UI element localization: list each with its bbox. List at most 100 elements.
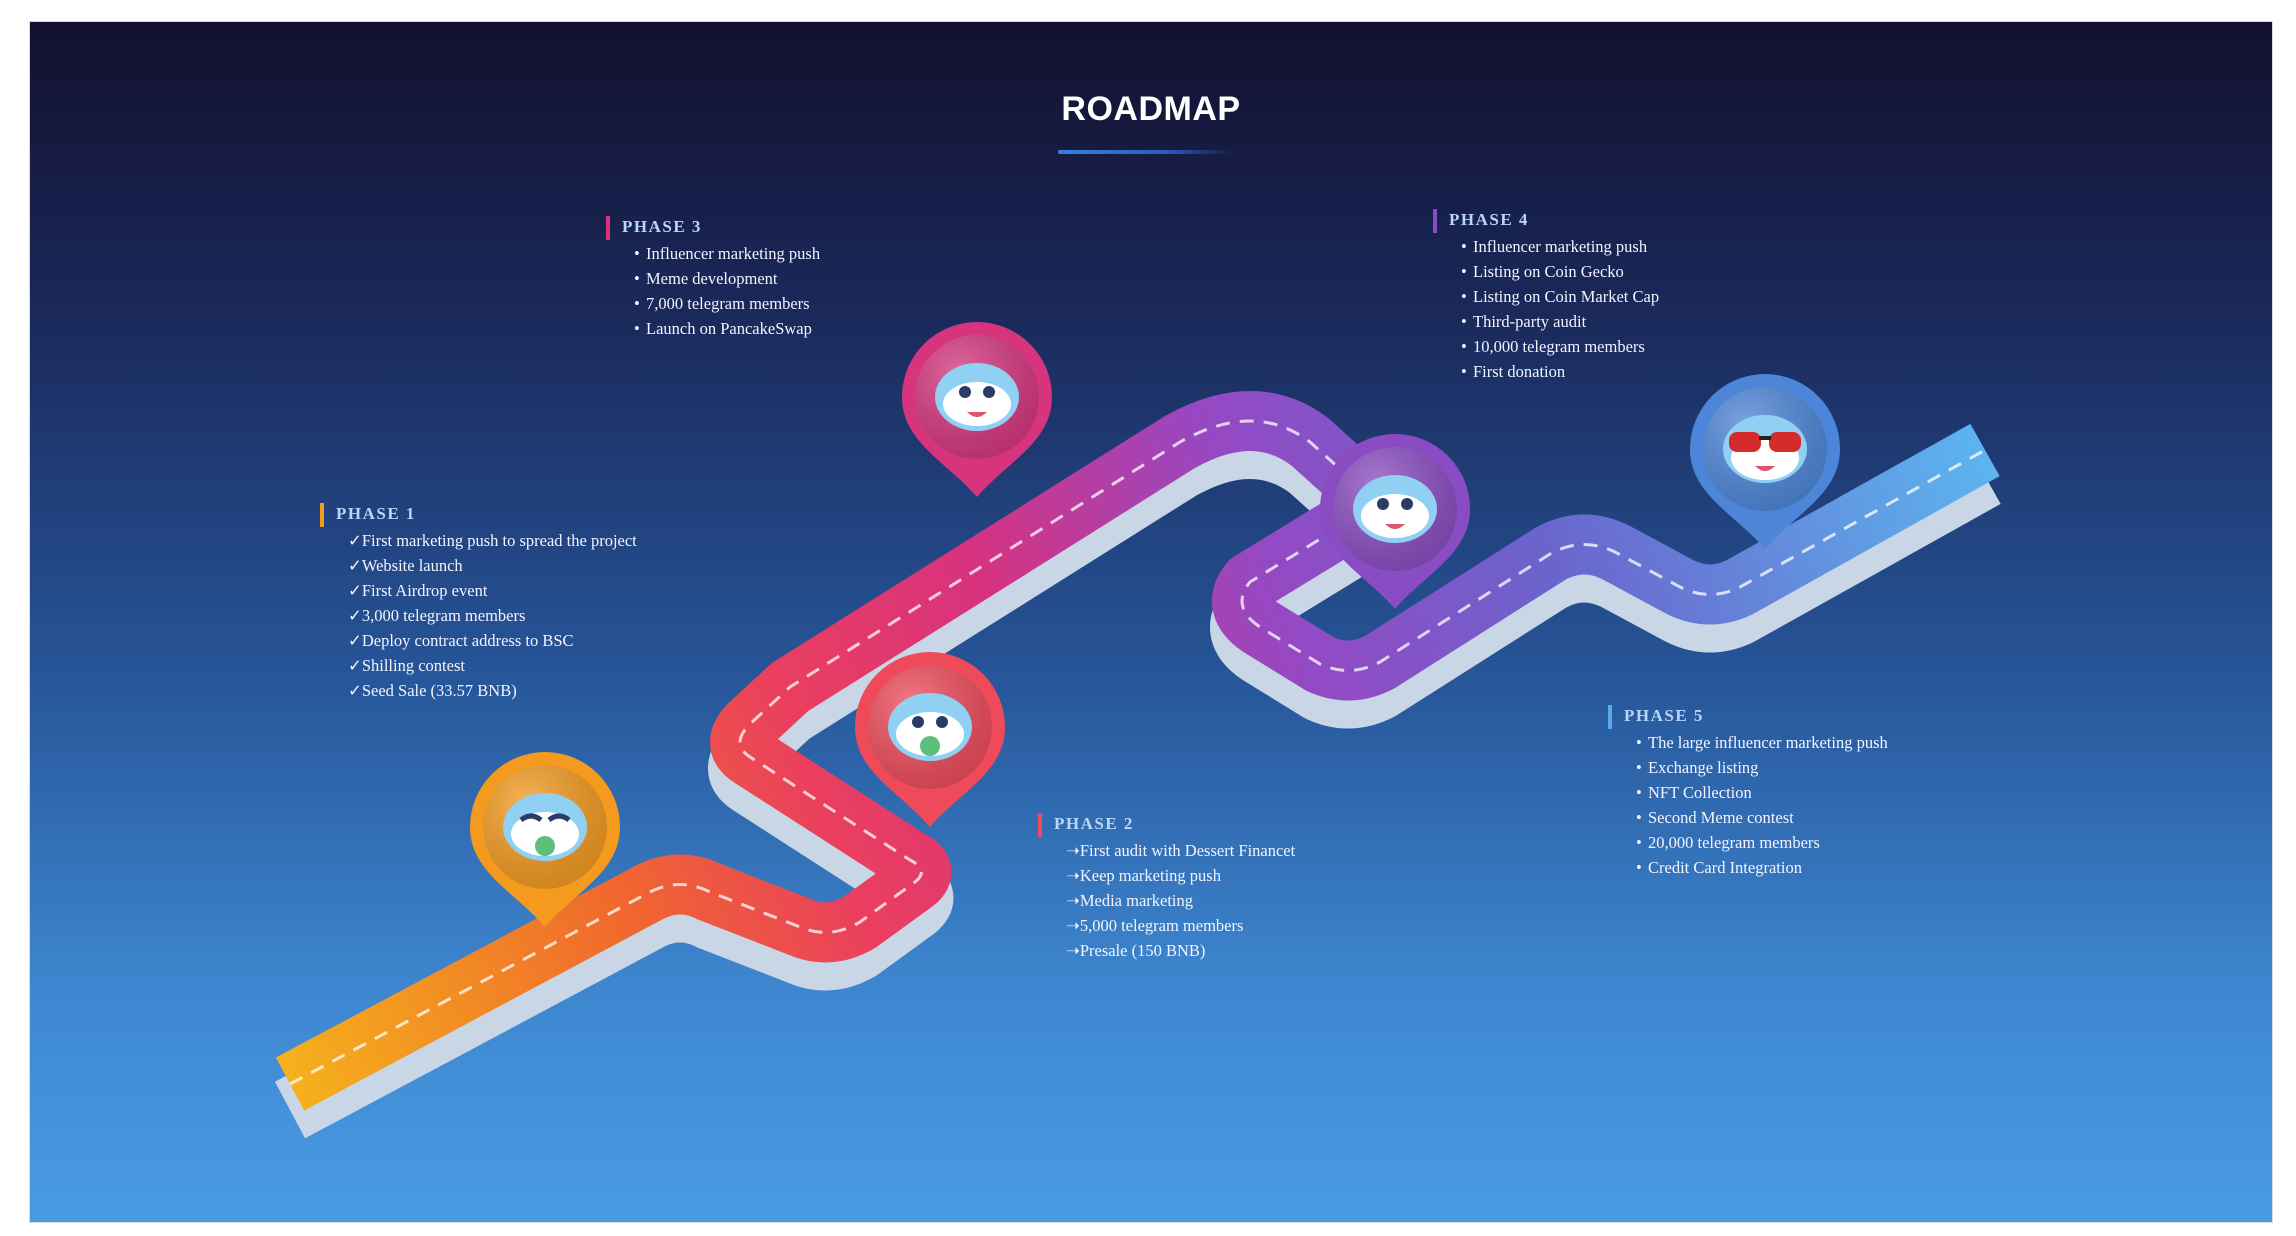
phase-2-list: ➝First audit with Dessert Financet➝Keep … (1054, 838, 1295, 963)
phase-2-item: ➝Presale (150 BNB) (1066, 938, 1295, 963)
phase-5-block: PHASE 5 • The large influencer marketing … (1608, 702, 1888, 880)
bullet-marker: • (1461, 262, 1467, 281)
bullet-marker: • (1636, 733, 1642, 752)
phase-3-item: • 7,000 telegram members (634, 291, 820, 316)
phase-4-item: • First donation (1461, 359, 1659, 384)
phase-item-text: Launch on PancakeSwap (646, 319, 812, 338)
phase-5-item: • Credit Card Integration (1636, 855, 1888, 880)
phase-1-block: PHASE 1 ✓First marketing push to spread … (320, 500, 637, 703)
phase-item-text: Listing on Coin Market Cap (1473, 287, 1660, 306)
phase-item-text: 3,000 telegram members (361, 606, 526, 625)
bullet-marker: • (1636, 808, 1642, 827)
bullet-marker: • (634, 319, 640, 338)
bullet-marker: ✓ (348, 681, 362, 700)
bullet-marker: ➝ (1066, 841, 1080, 860)
bullet-marker: • (634, 294, 640, 313)
phase-4-list: • Influencer marketing push • Listing on Co… (1449, 234, 1659, 384)
bullet-marker: • (1636, 783, 1642, 802)
phase-4-item: • Listing on Coin Market Cap (1461, 284, 1659, 309)
bullet-marker: • (1461, 237, 1467, 256)
bullet-marker: ✓ (348, 656, 362, 675)
phase-item-text: Third-party audit (1473, 312, 1587, 331)
phase-item-text: Presale (150 BNB) (1079, 941, 1206, 960)
phase-1-item: ✓Website launch (348, 553, 637, 578)
phase-5-item: • NFT Collection (1636, 780, 1888, 805)
phase-3-accent-bar (606, 216, 610, 240)
phase-4-accent-bar (1433, 209, 1437, 233)
phase-4-title: PHASE 4 (1449, 210, 1529, 229)
bullet-marker: • (1636, 858, 1642, 877)
bullet-marker: ✓ (348, 631, 362, 650)
bullet-marker: • (1461, 312, 1467, 331)
phase-2-item: ➝Media marketing (1066, 888, 1295, 913)
bullet-marker: ➝ (1066, 891, 1080, 910)
phase-1-item: ✓Deploy contract address to BSC (348, 628, 637, 653)
phase-item-text: 10,000 telegram members (1473, 337, 1645, 356)
phase-1-item: ✓Shilling contest (348, 653, 637, 678)
phase-4-item: • 10,000 telegram members (1461, 334, 1659, 359)
phase-item-text: Second Meme contest (1648, 808, 1794, 827)
phase-3-item: • Launch on PancakeSwap (634, 316, 820, 341)
phase-2-item: ➝First audit with Dessert Financet (1066, 838, 1295, 863)
phase-item-text: Seed Sale (33.57 BNB) (361, 681, 517, 700)
phase-item-text: Listing on Coin Gecko (1473, 262, 1624, 281)
phase-item-text: NFT Collection (1648, 783, 1752, 802)
phase-item-text: First marketing push to spread the proje… (361, 531, 637, 550)
page-title: ROADMAP (1061, 90, 1241, 128)
phase-1-title: PHASE 1 (336, 504, 416, 523)
roadmap-canvas: ROADMAP PHASE 1 ✓First marketing push to… (30, 22, 2272, 1222)
road-dashed-line (289, 419, 1986, 1086)
phase-4-item: • Third-party audit (1461, 309, 1659, 334)
bullet-marker: • (1461, 287, 1467, 306)
phase-3-block: PHASE 3 •Influencer marketing push•Meme … (606, 213, 820, 341)
bullet-marker: ➝ (1066, 941, 1080, 960)
phase-1-item: ✓3,000 telegram members (348, 603, 637, 628)
phase-item-text: First Airdrop event (361, 581, 488, 600)
phase-3-title: PHASE 3 (622, 217, 702, 236)
bullet-marker: • (1461, 337, 1467, 356)
phase-1-list: ✓First marketing push to spread the proj… (336, 528, 637, 703)
bullet-marker: ✓ (348, 556, 362, 575)
roadmap-road-illustration (274, 322, 2001, 1139)
phase-3-item: • Influencer marketing push (634, 241, 820, 266)
phase-2-accent-bar (1038, 813, 1042, 837)
phase-item-text: First donation (1473, 362, 1566, 381)
phase-1-item: ✓First marketing push to spread the proj… (348, 528, 637, 553)
phase-item-text: Deploy contract address to BSC (361, 631, 574, 650)
phase-item-text: Website launch (361, 556, 463, 575)
phase-5-item: • Exchange listing (1636, 755, 1888, 780)
phase-5-title: PHASE 5 (1624, 706, 1704, 725)
phase-4-item: • Influencer marketing push (1461, 234, 1659, 259)
pin-phase-4-icon (1320, 434, 1470, 609)
phase-item-text: 7,000 telegram members (646, 294, 810, 313)
phase-item-text: Influencer marketing push (1473, 237, 1648, 256)
phase-1-item: ✓Seed Sale (33.57 BNB) (348, 678, 637, 703)
bullet-marker: • (1636, 833, 1642, 852)
phase-item-text: Influencer marketing push (646, 244, 821, 263)
pin-phase-2-icon (855, 652, 1005, 827)
phase-2-block: PHASE 2 ➝First audit with Dessert Financ… (1038, 810, 1295, 963)
phase-item-text: 5,000 telegram members (1079, 916, 1244, 935)
phase-item-text: Media marketing (1079, 891, 1193, 910)
bullet-marker: ✓ (348, 581, 362, 600)
phase-item-text: The large influencer marketing push (1648, 733, 1888, 752)
bullet-marker: ✓ (348, 606, 362, 625)
bullet-marker: • (634, 244, 640, 263)
bullet-marker: • (1636, 758, 1642, 777)
phase-2-item: ➝Keep marketing push (1066, 863, 1295, 888)
phase-item-text: Exchange listing (1648, 758, 1759, 777)
phase-3-list: •Influencer marketing push•Meme developm… (622, 241, 820, 341)
phase-5-item: • The large influencer marketing push (1636, 730, 1888, 755)
phase-item-text: Keep marketing push (1079, 866, 1221, 885)
pin-phase-1-icon (470, 752, 620, 927)
phase-1-item: ✓First Airdrop event (348, 578, 637, 603)
bullet-marker: ➝ (1066, 866, 1080, 885)
phase-item-text: Credit Card Integration (1648, 858, 1802, 877)
phase-2-item: ➝5,000 telegram members (1066, 913, 1295, 938)
title-underline (1058, 150, 1234, 154)
phase-4-block: PHASE 4 • Influencer marketing push • Listi… (1433, 206, 1659, 384)
bullet-marker: ✓ (348, 531, 362, 550)
phase-4-item: • Listing on Coin Gecko (1461, 259, 1659, 284)
bullet-marker: • (1461, 362, 1467, 381)
phase-5-item: •20,000 telegram members (1636, 830, 1888, 855)
